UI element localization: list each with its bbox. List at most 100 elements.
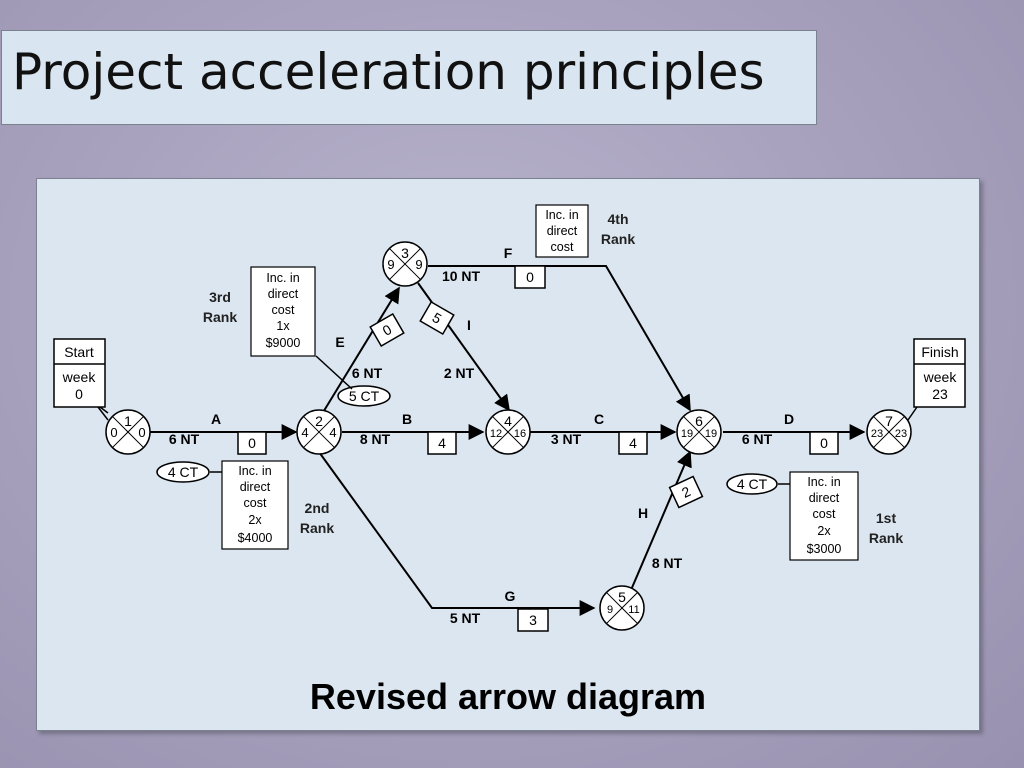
rank-third-2: Rank: [203, 309, 237, 325]
edge-f: [428, 265, 691, 412]
node-4-late: 16: [514, 428, 526, 440]
activity-e-duration: 6 NT: [352, 365, 383, 381]
activity-h-duration: 8 NT: [652, 555, 683, 571]
start-label: Start: [64, 344, 94, 360]
cost-note-first-4: 2x: [817, 524, 831, 538]
activity-d-float: 0: [820, 435, 828, 451]
node-4-early: 12: [490, 428, 502, 440]
rank-second-1: 2nd: [305, 500, 330, 516]
node-2-early: 4: [301, 425, 308, 440]
activity-f-float: 0: [526, 269, 534, 285]
cost-note-second-4: 2x: [248, 513, 262, 527]
cost-note-third-4: 1x: [276, 319, 290, 333]
node-7-early: 23: [871, 428, 883, 440]
finish-box: Finish week 23: [907, 338, 966, 421]
finish-week-label: week: [923, 369, 958, 385]
node-2: 24 4: [296, 409, 342, 455]
crash-tag-e: 5 CT: [349, 388, 380, 404]
cost-note-second-2: direct: [240, 480, 271, 494]
cost-note-first-3: cost: [813, 507, 836, 521]
activity-h-name: H: [638, 505, 648, 521]
node-4: 412 16: [485, 409, 531, 455]
activity-f-duration: 10 NT: [442, 268, 481, 284]
diagram-caption: Revised arrow diagram: [309, 676, 707, 717]
node-2-number: 2: [315, 413, 323, 429]
title-box: Project acceleration principles: [1, 30, 817, 125]
finish-label: Finish: [921, 344, 958, 360]
activity-b-float: 4: [438, 435, 446, 451]
start-box: Start week 0: [53, 338, 109, 421]
float-boxes: 0 4 4 0 0 3 0 5 2: [237, 265, 839, 632]
node-3: 39 9: [382, 241, 428, 287]
activity-b-name: B: [402, 411, 412, 427]
rank-second-2: Rank: [300, 520, 334, 536]
cost-note-third-2: direct: [268, 287, 299, 301]
node-6-early: 19: [681, 428, 693, 440]
node-3-number: 3: [401, 245, 409, 261]
node-1: 10 0: [105, 409, 151, 455]
cost-note-fourth-3: cost: [551, 240, 574, 254]
cost-note-first-1: Inc. in: [807, 475, 840, 489]
page-title: Project acceleration principles: [12, 43, 765, 101]
node-6-late: 19: [705, 428, 717, 440]
node-2-late: 4: [329, 425, 336, 440]
cost-note-third-5: $9000: [266, 336, 301, 350]
node-5-number: 5: [618, 589, 626, 605]
activity-b-duration: 8 NT: [360, 431, 391, 447]
activity-f-name: F: [504, 245, 513, 261]
activity-a-name: A: [211, 411, 221, 427]
activity-c-duration: 3 NT: [551, 431, 582, 447]
node-6-number: 6: [695, 413, 703, 429]
start-week-label: week: [62, 369, 97, 385]
activity-g-duration: 5 NT: [450, 610, 481, 626]
edge-e: [321, 286, 400, 415]
node-5-early: 9: [607, 604, 613, 616]
rank-fourth-2: Rank: [601, 231, 635, 247]
node-3-late: 9: [415, 257, 422, 272]
crash-tag-a: 4 CT: [168, 464, 199, 480]
node-5-late: 11: [628, 604, 639, 616]
cost-note-fourth-1: Inc. in: [545, 208, 578, 222]
node-1-late: 0: [138, 425, 145, 440]
activity-a-float: 0: [248, 435, 256, 451]
node-4-number: 4: [504, 413, 512, 429]
cost-note-third-3: cost: [272, 303, 295, 317]
activity-d-name: D: [784, 411, 794, 427]
activity-i-duration: 2 NT: [444, 365, 475, 381]
cost-note-first-5: $3000: [807, 542, 842, 556]
activity-e-name: E: [335, 334, 344, 350]
node-6: 619 19: [676, 409, 722, 455]
activity-g-float: 3: [529, 612, 537, 628]
node-1-early: 0: [110, 425, 117, 440]
activity-d-duration: 6 NT: [742, 431, 773, 447]
start-week-value: 0: [75, 386, 83, 402]
activity-g-name: G: [505, 588, 516, 604]
cost-note-third-1: Inc. in: [266, 271, 299, 285]
node-7-late: 23: [895, 428, 907, 440]
node-7: 723 23: [866, 409, 912, 455]
cost-note-second-3: cost: [244, 496, 267, 510]
activity-a-duration: 6 NT: [169, 431, 200, 447]
node-7-number: 7: [885, 413, 893, 429]
rank-first-1: 1st: [876, 510, 897, 526]
edge-g: [318, 451, 596, 616]
activity-i-name: I: [467, 317, 471, 333]
cost-note-second-1: Inc. in: [238, 464, 271, 478]
cost-note-fourth-2: direct: [547, 224, 578, 238]
node-5: 59 11: [599, 585, 645, 631]
rank-fourth-1: 4th: [608, 211, 629, 227]
edge-h: [630, 450, 692, 591]
finish-week-value: 23: [932, 386, 948, 402]
activity-c-float: 4: [629, 435, 637, 451]
edges: [150, 265, 866, 616]
activity-c-name: C: [594, 411, 604, 427]
node-3-early: 9: [387, 257, 394, 272]
cost-note-second-5: $4000: [238, 531, 273, 545]
rank-first-2: Rank: [869, 530, 903, 546]
node-1-number: 1: [124, 413, 132, 429]
cost-note-first-2: direct: [809, 491, 840, 505]
rank-third-1: 3rd: [209, 289, 231, 305]
crash-tag-d: 4 CT: [737, 476, 768, 492]
